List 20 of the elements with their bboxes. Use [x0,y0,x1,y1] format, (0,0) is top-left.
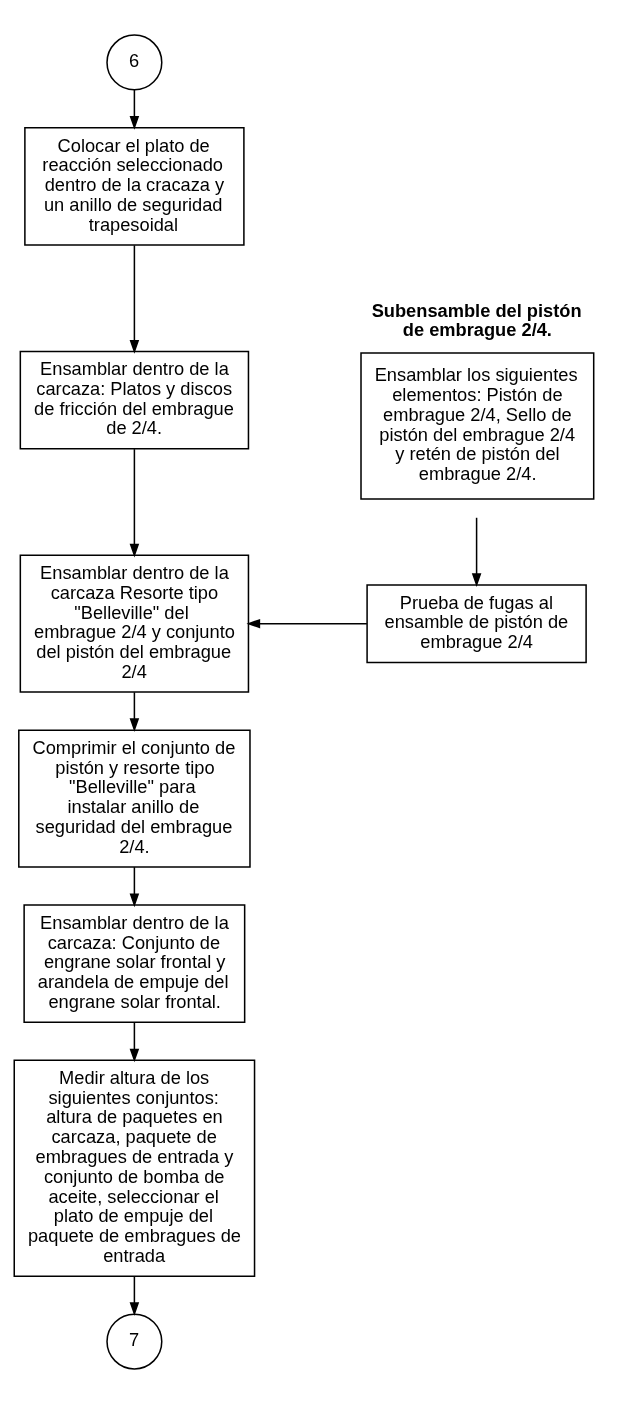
node-circle: 7 [106,1312,163,1370]
node-box: Ensamblar dentro de la carcaza: Conjunto de engrane solar frontal y arandela de empuje del engrane solar frontal. [23,903,246,1023]
arrow [129,865,140,907]
arrow [129,1020,140,1062]
node-box: Ensamblar dentro de la carcaza: Platos y discos de fricción del embrague de 2/4. [19,350,250,450]
arrow [471,516,482,587]
node-circle: 6 [106,33,163,91]
arrow [129,88,140,130]
arrow [129,1275,140,1316]
node-box: Colocar el plato de reacción seleccionado dentro de la cracaza y un anillo de seguridad trapesoidal [24,126,245,246]
arrow [129,691,140,732]
node-label: Subensamble del pistón de embrague 2/4. [371,299,582,340]
arrow [246,618,368,628]
node-box: Ensamblar dentro de la carcaza Resorte tipo "Belleville" del embrague 2/4 y conjunto del pistón del embrague 2/4 [19,553,250,693]
node-box: Ensamblar los siguientes elementos: Pistón de embrague 2/4, Sello de pistón del embrague 2/4 y retén de pistón del embrague 2/4. [360,351,595,500]
node-box: Prueba de fugas al ensamble de pistón de embrague 2/4 [366,583,587,663]
node-box: Comprimir el conjunto de pistón y resorte tipo "Belleville" para instalar anillo de seguridad del embrague 2/4. [18,728,251,868]
node-box: Medir altura de los siguientes conjuntos: altura de paquetes en carcaza, paquete de embragues de entrada y conjunto de bomba de aceite, seleccionar el plato de empuje del paquete de embragues de entrada [13,1058,256,1277]
arrow [129,244,140,354]
arrow [129,447,140,558]
